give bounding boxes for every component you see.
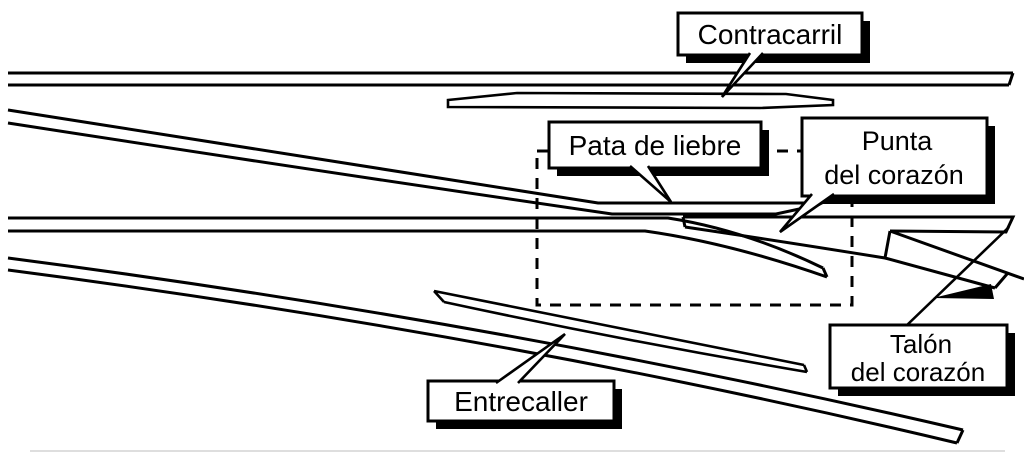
callout-pata-de-liebre: Pata de liebre xyxy=(547,120,769,203)
callout-entrecaller: Entrecaller xyxy=(426,332,622,429)
frog-point-curved-arm xyxy=(684,225,1024,290)
label-pata-de-liebre: Pata de liebre xyxy=(569,130,742,161)
straight-track-top-rail xyxy=(8,71,1015,87)
label-punta-line2: del corazón xyxy=(824,160,964,190)
callout-pointer xyxy=(779,192,835,234)
label-box xyxy=(547,120,763,170)
label-box xyxy=(828,323,1009,390)
label-box xyxy=(676,11,864,57)
lower-wing-rail xyxy=(8,216,829,279)
check-rail-straight-route xyxy=(446,91,835,110)
callout-punta-del-corazon: Punta del corazón xyxy=(779,116,995,234)
callout-pointer xyxy=(720,52,764,98)
label-box xyxy=(426,379,616,423)
callout-pointer xyxy=(495,332,566,385)
callout-leader-line xyxy=(905,226,1010,327)
frog-point-straight-arm xyxy=(681,215,1016,234)
callout-contracarril: Contracarril xyxy=(676,11,870,98)
frog-heel-wedge xyxy=(933,284,994,299)
diverging-track-lower-rail xyxy=(7,256,965,445)
label-contracarril: Contracarril xyxy=(698,19,843,50)
frog-detail-dashed-box xyxy=(535,149,854,307)
label-punta-line1: Punta xyxy=(862,126,934,156)
check-rail-diverging-route xyxy=(433,289,809,374)
label-talon-line2: del corazón xyxy=(851,357,985,387)
label-box xyxy=(800,116,989,198)
wing-rail-top-edge xyxy=(7,108,832,205)
callout-talon-del-corazon: Talón del corazón xyxy=(828,226,1015,396)
label-entrecaller: Entrecaller xyxy=(454,386,588,417)
callout-pointer xyxy=(629,165,673,203)
label-talon-line1: Talón xyxy=(890,329,952,359)
